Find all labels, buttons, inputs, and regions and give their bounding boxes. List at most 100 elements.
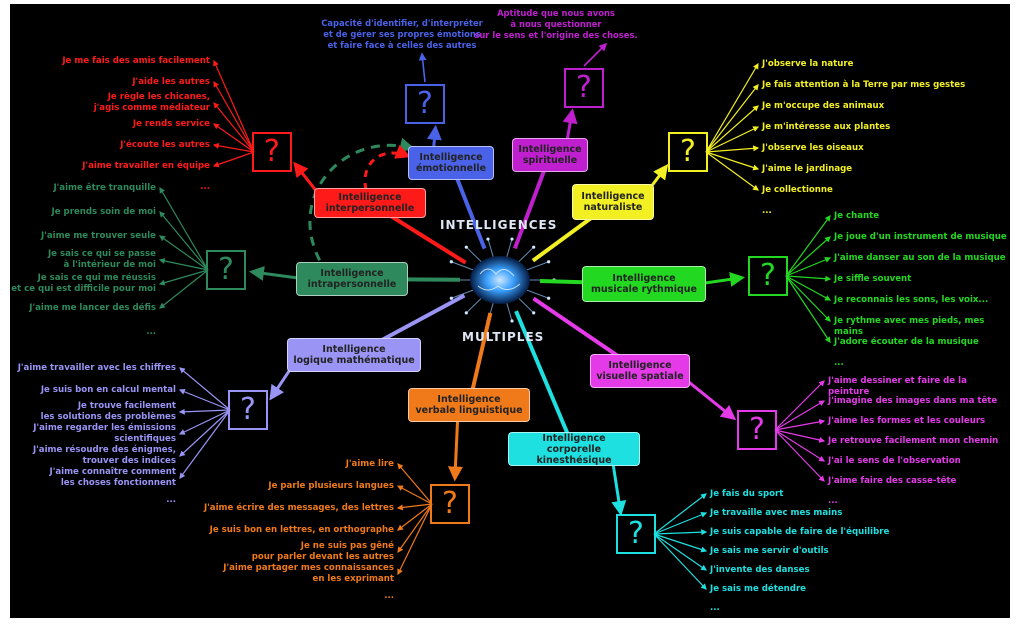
logique-item: ... (166, 494, 176, 505)
logique-title: Intelligence logique mathématique (293, 344, 415, 366)
intrapersonnelle-item-arrow (158, 269, 209, 286)
verbale-item: J'aime partager mes connaissances en les… (223, 563, 394, 584)
naturaliste-item: J'observe les oiseaux (762, 142, 864, 153)
visuelle-item: J'ai le sens de l'observation (828, 455, 961, 466)
brain-ray-dot (449, 296, 453, 300)
intrapersonnelle-item: Je sais ce qui se passe à l'intérieur de… (47, 249, 156, 270)
brain-ray-dot (449, 260, 453, 264)
interpersonnelle-item: J'aime travailler en équipe (82, 160, 210, 171)
musicale-item-arrow (785, 275, 831, 343)
logique-item-arrow (178, 409, 231, 435)
corporelle-title: Intelligence corporelle kinesthésique (536, 432, 612, 466)
intrapersonnelle-title: Intelligence intrapersonnelle (307, 268, 397, 290)
corporelle-item-arrow (653, 512, 708, 535)
visuelle-item: J'aime dessiner et faire de la peinture (828, 375, 967, 397)
verbale-item: ... (384, 590, 394, 601)
corporelle-item-arrow (653, 529, 708, 536)
interpersonnelle-item: ... (200, 181, 210, 192)
visuelle-item: Je retrouve facilement mon chemin (828, 435, 999, 446)
dashed-red-curve (363, 144, 411, 191)
naturaliste-question-box: ? (668, 132, 708, 172)
logique-item: J'aime connaître comment les choses fonc… (49, 467, 176, 488)
naturaliste-intelligence-box: Intelligence naturaliste (572, 184, 654, 220)
intrapersonnelle-intelligence-box: Intelligence intrapersonnelle (296, 262, 408, 296)
emotionnelle-title: Intelligence émotionnelle (415, 152, 487, 174)
corporelle-item: Je suis capable de faire de l'équilibre (710, 526, 890, 537)
brain-ray-dot (532, 245, 536, 249)
visuelle-item-arrow (774, 418, 826, 431)
corporelle-arrow (611, 462, 627, 516)
naturaliste-item-arrow (705, 145, 760, 153)
verbale-item: J'aime lire (345, 458, 394, 469)
interpersonnelle-title: Intelligence interpersonnelle (325, 192, 415, 214)
spirituelle-title: Intelligence spirituelle (518, 144, 582, 166)
corporelle-item: J'invente des danses (710, 564, 810, 575)
naturaliste-item-arrow (705, 62, 759, 153)
visuelle-item: J'imagine des images dans ma tête (828, 395, 998, 406)
interpersonnelle-item: J'écoute les autres (120, 139, 210, 150)
verbale-item-arrow (397, 503, 433, 531)
emotionnelle-description: Capacité d'identifier, d'interpréter et … (321, 18, 483, 50)
verbale-question-box: ? (430, 484, 470, 524)
logique-item-arrow (178, 408, 231, 415)
interpersonnelle-intelligence-box: Intelligence interpersonnelle (314, 188, 426, 218)
spirituelle-arrow (562, 108, 578, 141)
spirituelle-desc-arrow (583, 42, 608, 67)
logique-item-arrow (179, 367, 231, 411)
intrapersonnelle-item-arrow (159, 186, 209, 271)
logique-item: J'aime regarder les émissions scientifiq… (33, 423, 176, 444)
naturaliste-item-arrow (705, 151, 759, 191)
naturaliste-item: J'observe la nature (762, 58, 854, 69)
intrapersonnelle-item-arrow (159, 269, 209, 309)
interpersonnelle-item-arrow (213, 123, 255, 153)
intrapersonnelle-item-arrow (158, 258, 209, 271)
interpersonnelle-item: Je rends service (132, 118, 210, 129)
intrapersonnelle-item-arrow (159, 235, 209, 271)
interpersonnelle-item-arrow (213, 59, 255, 153)
naturaliste-item-arrow (705, 105, 759, 153)
brain-ray-dot (547, 296, 551, 300)
interpersonnelle-question-box: ? (252, 132, 292, 172)
corporelle-item-arrow (653, 533, 707, 571)
naturaliste-title: Intelligence naturaliste (581, 191, 645, 213)
dashed-green-curve (308, 137, 415, 275)
musicale-title: Intelligence musicale rythmique (591, 273, 697, 295)
visuelle-arrow (683, 377, 737, 421)
musicale-item-arrow (785, 215, 831, 277)
emotionnelle-intelligence-box: Intelligence émotionnelle (408, 146, 494, 180)
corporelle-intelligence-box: Intelligence corporelle kinesthésique (508, 432, 640, 466)
interpersonnelle-item-arrow (212, 151, 255, 168)
brain-ray-dot (464, 245, 468, 249)
center-title-top: INTELLIGENCES (440, 218, 558, 232)
corporelle-branch (514, 310, 576, 450)
musicale-item-arrow (785, 236, 831, 277)
musicale-arrow (705, 271, 746, 287)
visuelle-intelligence-box: Intelligence visuelle spatiale (590, 354, 690, 388)
logique-item-arrow (178, 388, 231, 411)
brain-ray-dot (510, 237, 514, 241)
corporelle-item: Je fais du sport (710, 488, 784, 499)
logique-item: Je suis bon en calcul mental (40, 384, 176, 395)
visuelle-question-box: ? (737, 410, 777, 450)
intrapersonnelle-item: J'aime me lancer des défis (29, 302, 156, 313)
center-title-bottom: MULTIPLES (462, 330, 545, 344)
brain-folds (477, 268, 521, 291)
naturaliste-item-arrow (705, 126, 760, 153)
intrapersonnelle-item: J'aime être tranquille (53, 182, 156, 193)
musicale-item: Je rythme avec mes pieds, mes mains (834, 315, 985, 337)
verbale-item: Je parle plusieurs langues (268, 480, 394, 491)
musicale-item-arrow (785, 257, 832, 277)
verbale-intelligence-box: Intelligence verbale linguistique (408, 388, 530, 422)
brain-ray-dot (486, 237, 490, 241)
logique-item-arrow (179, 409, 231, 457)
visuelle-item: J'aime faire des casse-tête (828, 475, 957, 486)
corporelle-item: Je sais me détendre (710, 583, 807, 594)
brain-ray-dot (464, 311, 468, 315)
musicale-item-arrow (785, 275, 832, 282)
naturaliste-item: Je fais attention à la Terre par mes ges… (762, 79, 966, 90)
logique-intelligence-box: Intelligence logique mathématique (287, 338, 421, 372)
visuelle-item-arrow (774, 380, 825, 431)
visuelle-item-arrow (774, 429, 826, 462)
emotionnelle-arrow (426, 124, 442, 148)
interpersonnelle-item: Je me fais des amis facilement (62, 55, 210, 66)
